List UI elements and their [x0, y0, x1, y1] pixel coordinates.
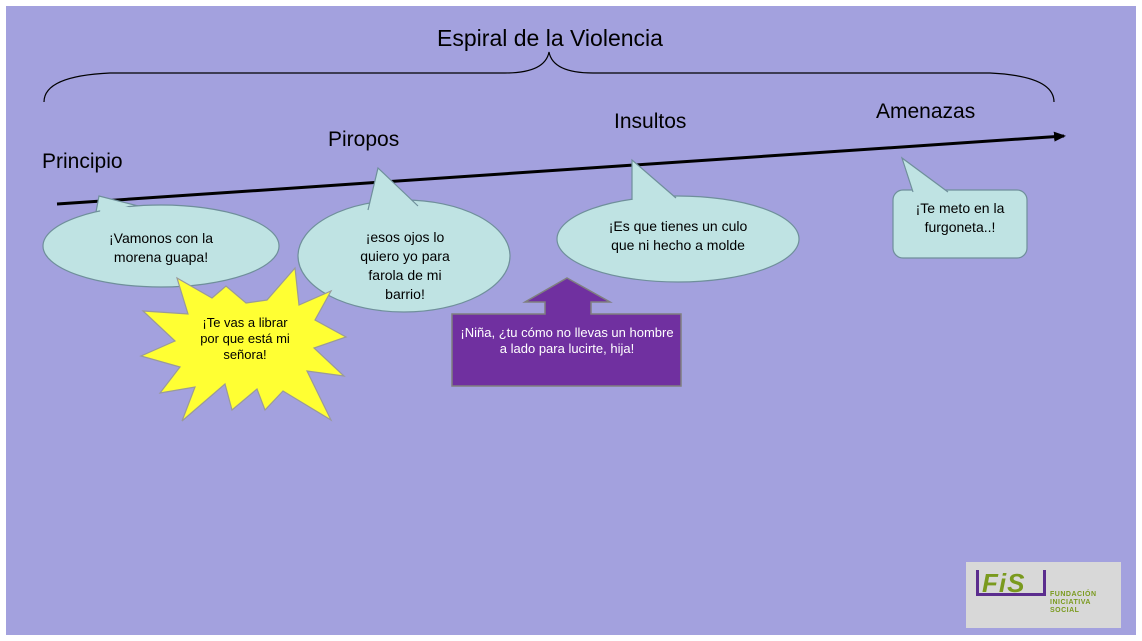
bubble-text-insultos: ¡Es que tienes un culo que ni hecho a mo… [608, 218, 748, 253]
bubble-text-amenazas: ¡Te meto en la furgoneta..! [915, 200, 1005, 235]
speech-bubble-principio [42, 195, 280, 288]
starburst-shape [139, 266, 348, 422]
stage-label-amenazas: Amenazas [876, 100, 976, 123]
fis-logo-mark: FiS [976, 568, 1048, 620]
stage-label-piropos: Piropos [328, 128, 400, 151]
logo-name: FUNDACIÓN INICIATIVA SOCIAL [1050, 591, 1097, 614]
purple-arrow-text: ¡Niña, ¿tu cómo no llevas un hombre a la… [460, 325, 674, 356]
bubble-text-piropos: ¡esos ojos lo quiero yo para farola de m… [360, 229, 450, 302]
stage-label-insultos: Insultos [614, 110, 687, 133]
bubble-text-principio: ¡Vamonos con la morena guapa! [108, 230, 213, 265]
logo-mark-text: FiS [982, 568, 1026, 598]
stage-label-principio: Principio [42, 150, 123, 173]
curly-brace [43, 51, 1055, 103]
speech-bubble-amenazas [892, 156, 1028, 259]
speech-bubble-insultos [556, 158, 800, 283]
speech-bubble-piropos [297, 166, 511, 313]
timeline-arrow [56, 131, 1066, 206]
diagram-title: Espiral de la Violencia [437, 25, 663, 51]
starburst-text: ¡Te vas a librar por que está mi señora! [200, 315, 290, 362]
purple-arrow-callout [451, 277, 682, 387]
